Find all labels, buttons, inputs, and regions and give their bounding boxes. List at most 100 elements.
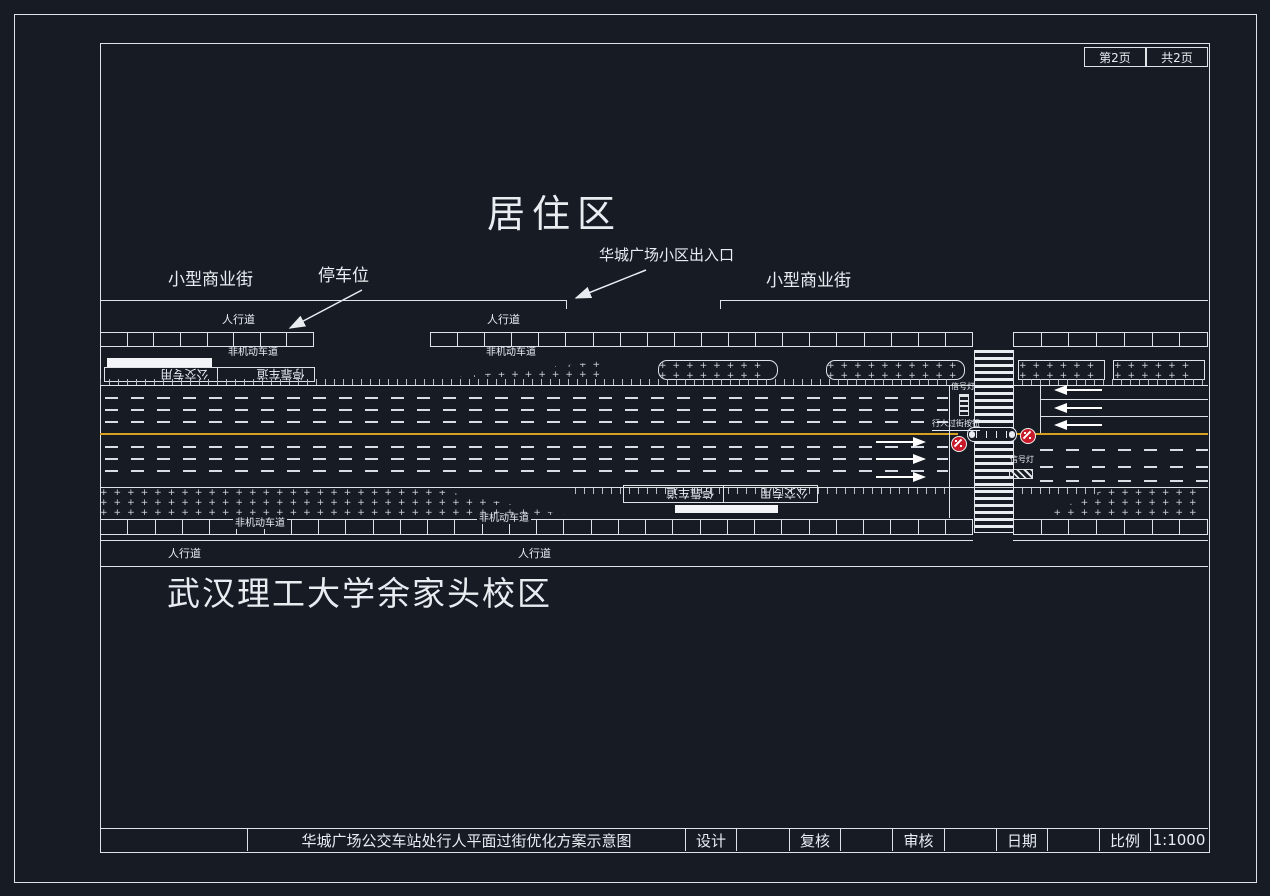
signal-light-label-bottom: 信号灯 [1010, 455, 1034, 464]
hatch-island-top-1: ++++++++++++++++++++++++++++++++++++++++… [658, 360, 778, 380]
audit-label: 审核 [893, 829, 945, 851]
sidewalk-line-bottom-left [100, 540, 973, 541]
stall-cell [458, 333, 486, 346]
lane-arrow-right-icon [876, 437, 926, 447]
stall-cell [566, 333, 594, 346]
stall-cell [287, 333, 313, 346]
stall-cell [729, 333, 757, 346]
road-edge-top [100, 385, 1208, 386]
bus-lane-text: 停靠车道 [665, 486, 714, 501]
bus-lane-text: 公交专用 [759, 486, 808, 501]
scale-label: 比例 [1100, 829, 1151, 851]
title-block-empty [100, 829, 248, 851]
stall-cell [648, 333, 675, 346]
stall-cell [701, 520, 728, 534]
stall-cell [837, 520, 864, 534]
stall-row-bottom-right [1013, 519, 1208, 535]
lane-line-dashed [1040, 449, 1208, 451]
crosswalk-edge-right [1013, 350, 1014, 533]
nonmotor-label-top-1: 非机动车道 [228, 347, 278, 358]
parking-stall-row [100, 332, 314, 347]
stall-cell [592, 520, 619, 534]
stall-cell [946, 333, 972, 346]
hatch-wedge-bottom-right: ++++++++++++++++++++++++++++++++++++++++… [1040, 488, 1203, 517]
building-line-bottom [100, 566, 1208, 567]
parking-leader-line [288, 289, 363, 329]
lane-line-dashed [1040, 480, 1208, 482]
lane-line-dashed [105, 397, 948, 399]
stall-cell [374, 520, 401, 534]
lane-line-dashed [105, 446, 948, 448]
drawing-frame [100, 43, 1210, 853]
lane-arrow-left-icon [1054, 403, 1102, 413]
lane-line-dashed [105, 409, 948, 411]
lane-arrow-left-icon [1054, 385, 1102, 395]
design-label: 设计 [686, 829, 737, 851]
zone-commercial-right: 小型商业街 [766, 271, 851, 291]
signal-light-icon [1009, 469, 1033, 479]
no-stopping-sign-icon [1020, 428, 1036, 444]
page-number-label: 第2页 [1099, 50, 1131, 65]
stall-cell [428, 520, 456, 534]
lane-line-dashed [105, 421, 948, 423]
stall-cell [483, 520, 510, 534]
stall-cell [1153, 520, 1181, 534]
stall-cell [673, 520, 701, 534]
stall-cell [1125, 333, 1153, 346]
stall-cell [183, 520, 210, 534]
stall-cell [431, 333, 459, 346]
stall-cell [208, 333, 235, 346]
stall-cell [675, 333, 702, 346]
stall-cell [1153, 333, 1181, 346]
stall-cell [128, 333, 155, 346]
page-total-label: 共2页 [1161, 50, 1193, 65]
stall-cell [181, 333, 208, 346]
page-total-cell: 共2页 [1146, 47, 1208, 67]
stall-cell [919, 520, 946, 534]
stall-cell [401, 520, 428, 534]
stall-row-bottom-left [100, 519, 973, 535]
stall-cell [1097, 333, 1125, 346]
lane-line-solid [1040, 399, 1208, 400]
stall-cell [154, 333, 181, 346]
audit-value [945, 829, 997, 851]
date-value [1048, 829, 1100, 851]
nonmotor-label-bottom-2: 非机动车道 [477, 513, 531, 524]
stall-cell [1042, 520, 1070, 534]
stall-cell [702, 333, 730, 346]
stall-row-top-mid [430, 332, 973, 347]
leader-arrows [288, 269, 647, 329]
stall-cell [646, 520, 674, 534]
stall-cell [621, 333, 648, 346]
stall-cell [782, 520, 810, 534]
zone-commercial-left: 小型商业街 [168, 270, 253, 290]
road-edge-ticks-top-right [1013, 379, 1208, 385]
stall-cell [837, 333, 865, 346]
stall-cell [485, 333, 513, 346]
entrance-leader-line [574, 269, 647, 299]
lane-arrow-right-icon [876, 472, 926, 482]
stall-cell [1180, 333, 1207, 346]
stall-cell [564, 520, 592, 534]
nonmotor-label-top-2: 非机动车道 [486, 347, 536, 358]
stall-cell [455, 520, 483, 534]
callout-entrance: 华城广场小区出入口 [599, 246, 735, 264]
stall-cell [292, 520, 319, 534]
lane-line-dashed [105, 470, 948, 472]
center-line-left [100, 433, 958, 435]
road-edge-ticks-bottom-left [575, 488, 948, 494]
stall-cell [101, 333, 128, 346]
stall-cell [128, 520, 156, 534]
stall-cell [1014, 520, 1042, 534]
stall-cell [810, 333, 838, 346]
stall-cell [619, 520, 646, 534]
lane-line-dashed [105, 458, 948, 460]
pedestrian-button-label: 行人过街按钮 [932, 419, 980, 431]
bus-platform-bottom [675, 505, 778, 513]
stall-cell [756, 333, 784, 346]
stall-cell [1125, 520, 1153, 534]
stall-row-top-right [1013, 332, 1208, 347]
stall-cell [946, 520, 972, 534]
stall-cell [1097, 520, 1125, 534]
